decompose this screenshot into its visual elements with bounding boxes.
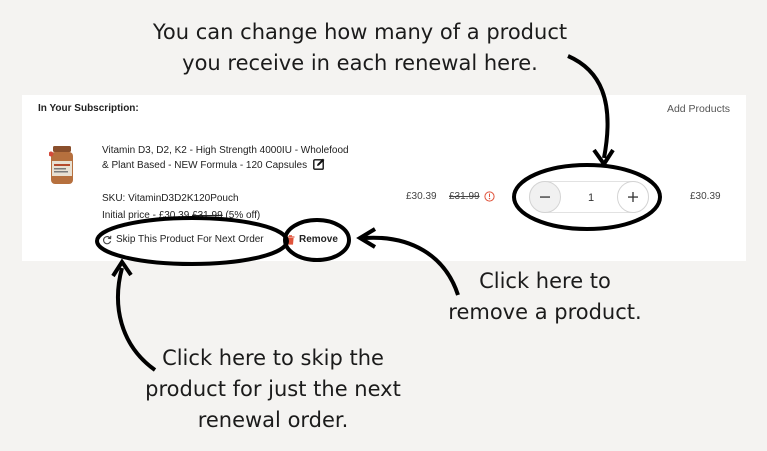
product-name: Vitamin D3, D2, K2 - High Strength 4000I… — [102, 143, 350, 173]
annotation-line: you receive in each renewal here. — [182, 51, 538, 75]
subscription-card: In Your Subscription: Add Products Vitam… — [22, 95, 746, 261]
quantity-annotation: You can change how many of a product you… — [120, 17, 600, 79]
initial-price-value: £30.39 — [158, 210, 190, 221]
arrow-to-skip-head — [111, 258, 133, 278]
annotation-line: remove a product. — [448, 300, 642, 324]
annotation-line: Click here to skip the — [162, 346, 384, 370]
info-icon[interactable] — [484, 191, 495, 202]
initial-price-label: Initial price - — [102, 210, 159, 221]
skip-label: Skip This Product For Next Order — [116, 234, 264, 245]
subscription-heading: In Your Subscription: — [38, 103, 139, 114]
product-sku: SKU: VitaminD3D2K120Pouch — [102, 193, 239, 204]
skip-annotation: Click here to skip the product for just … — [118, 343, 428, 436]
remove-label: Remove — [299, 234, 338, 245]
product-name-text: Vitamin D3, D2, K2 - High Strength 4000I… — [102, 145, 349, 171]
annotation-line: You can change how many of a product — [152, 20, 568, 44]
annotation-line: product for just the next — [145, 377, 401, 401]
unit-price: £30.39 — [406, 191, 437, 202]
minus-icon — [540, 196, 550, 198]
edit-icon[interactable] — [312, 158, 325, 170]
initial-original-price: £31.99 — [192, 210, 223, 221]
decrease-quantity-button[interactable] — [529, 181, 561, 213]
product-image — [49, 146, 73, 184]
trash-icon — [286, 234, 295, 245]
skip-next-order-button[interactable]: Skip This Product For Next Order — [102, 234, 264, 245]
refresh-icon — [103, 235, 112, 244]
line-total: £30.39 — [690, 191, 721, 202]
annotation-line: renewal order. — [197, 408, 349, 432]
initial-price: Initial price - £30.39 £31.99 (5% off) — [102, 210, 260, 221]
plus-icon — [628, 192, 638, 202]
increase-quantity-button[interactable] — [617, 181, 649, 213]
initial-discount: (5% off) — [222, 210, 261, 221]
quantity-input[interactable] — [562, 182, 620, 214]
remove-button[interactable]: Remove — [286, 234, 338, 245]
annotation-line: Click here to — [479, 269, 611, 293]
add-products-link[interactable]: Add Products — [666, 103, 730, 115]
original-price: £31.99 — [449, 191, 480, 202]
quantity-stepper — [529, 181, 649, 214]
remove-annotation: Click here to remove a product. — [430, 266, 660, 328]
